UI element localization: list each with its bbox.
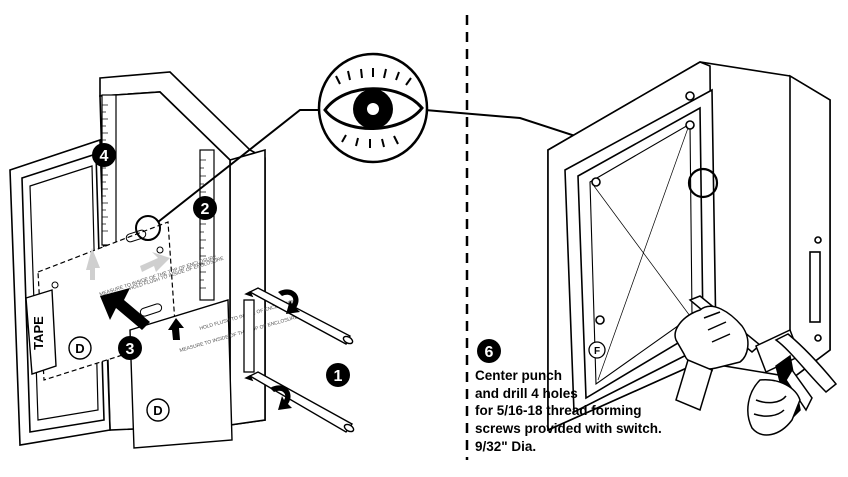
template-letter-b: D	[153, 403, 162, 418]
tape-strip: TAPE	[25, 289, 57, 375]
step-badge-4: 4	[92, 143, 116, 167]
magnify-target-right	[687, 167, 719, 199]
tape-label: TAPE	[31, 316, 46, 350]
instruction-text: Center punch and drill 4 holes for 5/16-…	[475, 368, 662, 454]
svg-text:1: 1	[334, 368, 343, 385]
instruction-line-3: for 5/16-18 thread forming	[475, 403, 642, 418]
hand-icon	[674, 295, 762, 412]
svg-text:F: F	[594, 346, 600, 357]
ruler-left	[101, 94, 117, 246]
template-letter-a: D	[68, 336, 92, 360]
svg-text:4: 4	[100, 148, 109, 165]
magnify-target-left	[135, 215, 161, 241]
instruction-line-1: Center punch	[475, 368, 562, 383]
step-badge-1: 1	[326, 363, 350, 387]
instruction-line-5: 9/32" Dia.	[475, 439, 536, 454]
svg-text:2: 2	[201, 201, 210, 218]
step-badge-2: 2	[193, 196, 217, 220]
step-badge-3: 3	[118, 336, 142, 360]
rotate-arrow-icon	[270, 289, 300, 410]
instruction-line-2: and drill 4 holes	[475, 386, 578, 401]
step-badge-6: 6	[477, 339, 501, 363]
svg-text:D: D	[75, 341, 84, 356]
svg-text:3: 3	[126, 341, 135, 358]
placement-arrow	[100, 288, 150, 330]
right-enclosure	[547, 61, 831, 432]
ruler-right	[199, 149, 215, 301]
hammer-icon	[747, 328, 838, 436]
svg-text:6: 6	[485, 344, 494, 361]
eye-icon	[317, 52, 429, 164]
template-letter-c: F	[588, 341, 606, 359]
instruction-line-4: screws provided with switch.	[475, 421, 662, 436]
